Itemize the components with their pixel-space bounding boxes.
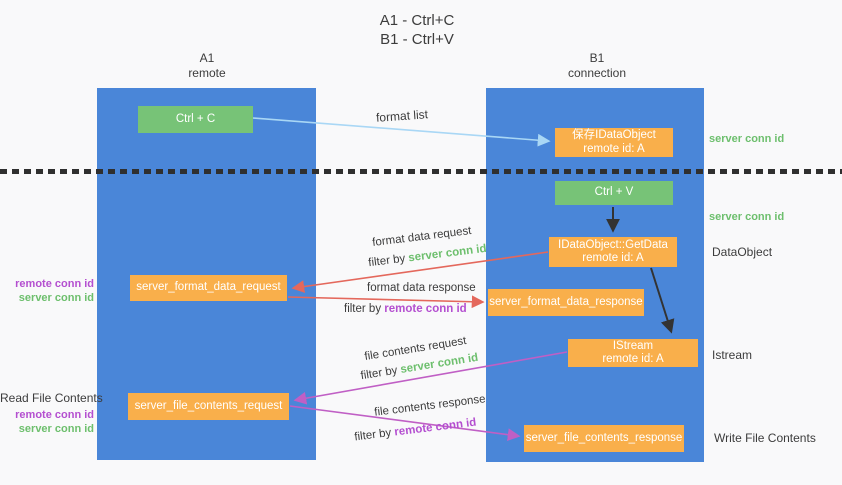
node-ctrl-c-label: Ctrl + C — [175, 112, 216, 125]
title-line-1: A1 - Ctrl+C — [379, 12, 455, 29]
write-file-contents-annotation: Write File Contents — [714, 431, 816, 445]
filter-prefix: filter by — [367, 252, 410, 270]
right-server-conn-id-top: server conn id — [709, 133, 785, 145]
lane-b1-subtitle: connection — [567, 66, 627, 80]
lane-a1-name: A1 — [199, 51, 215, 65]
left-server-conn-id-bottom: server conn id — [18, 423, 94, 435]
dataobject-annotation: DataObject — [712, 245, 773, 259]
filter-key-remote-conn-id: remote conn id — [384, 303, 467, 315]
node-idataobject-getdata: IDataObject::GetData remote id: A — [549, 237, 677, 267]
node-istream-line2: remote id: A — [602, 353, 664, 365]
node-server-format-data-request: server_format_data_request — [130, 275, 287, 301]
filter-prefix: filter by — [353, 426, 396, 444]
file-contents-response-label: file contents response — [373, 393, 487, 419]
lane-a1-subtitle: remote — [188, 66, 226, 80]
right-server-conn-id-mid: server conn id — [709, 211, 785, 223]
filter-key-remote-conn-id: remote conn id — [393, 416, 477, 439]
lane-a1-header: A1 remote — [147, 51, 267, 81]
node-server-format-data-response: server_format_data_response — [488, 289, 644, 316]
node-getdata-line1: IDataObject::GetData — [558, 238, 668, 251]
read-file-contents-annotation: Read File Contents — [0, 391, 103, 405]
title-line-2: B1 - Ctrl+V — [380, 31, 454, 48]
left-server-conn-id-top: server conn id — [18, 292, 94, 304]
filter-key-server-conn-id: server conn id — [407, 242, 488, 265]
format-data-response-filter-label: filter by remote conn id — [344, 303, 467, 315]
filter-prefix: filter by — [359, 364, 402, 383]
node-server-file-contents-request-label: server_file_contents_request — [134, 399, 283, 412]
node-istream: IStream remote id: A — [568, 339, 698, 367]
node-ctrl-v-label: Ctrl + V — [594, 186, 634, 199]
node-server-format-data-response-label: server_format_data_response — [489, 295, 643, 308]
format-list-label: format list — [375, 107, 429, 125]
format-data-response-label: format data response — [367, 282, 476, 294]
node-getdata-line2: remote id: A — [582, 252, 644, 264]
node-server-file-contents-response-label: server_file_contents_response — [525, 431, 683, 444]
node-ctrl-v: Ctrl + V — [555, 181, 673, 205]
node-save-idataobject: 保存IDataObject remote id: A — [555, 128, 673, 157]
filter-prefix: filter by — [344, 303, 385, 315]
node-server-file-contents-request: server_file_contents_request — [128, 393, 289, 420]
left-remote-conn-id-bottom: remote conn id — [15, 409, 94, 421]
node-server-format-data-request-label: server_format_data_request — [136, 281, 281, 294]
istream-annotation: Istream — [712, 348, 753, 362]
format-data-response-arrow — [287, 295, 485, 309]
lane-b1-name: B1 — [589, 51, 605, 65]
node-save-idataobject-line1: 保存IDataObject — [572, 129, 656, 141]
node-save-idataobject-line2: remote id: A — [583, 142, 645, 155]
file-contents-response-filter-label: filter by remote conn id — [354, 417, 477, 444]
left-remote-conn-id-top: remote conn id — [15, 278, 94, 290]
dotted-separator — [0, 169, 842, 174]
node-server-file-contents-response: server_file_contents_response — [524, 425, 684, 452]
lane-b1-header: B1 connection — [537, 51, 657, 81]
diagram-title: A1 - Ctrl+C B1 - Ctrl+V — [317, 11, 517, 49]
node-ctrl-c: Ctrl + C — [138, 106, 253, 133]
node-istream-line1: IStream — [612, 339, 654, 352]
